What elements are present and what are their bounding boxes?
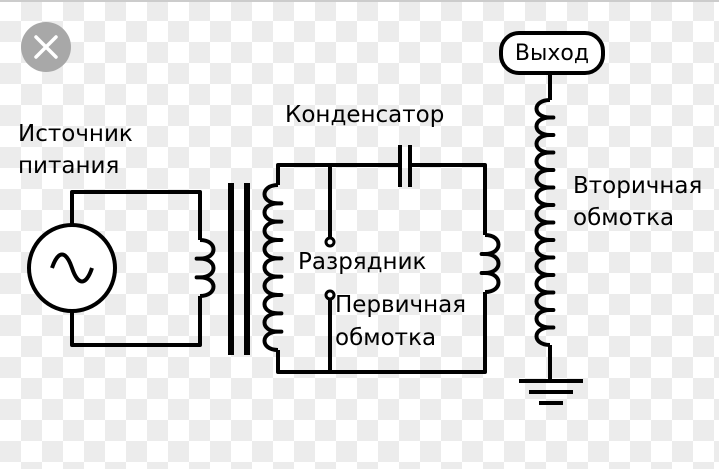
label-primary-2: обмотка — [335, 325, 437, 351]
ac-source-sine — [50, 252, 94, 284]
label-spark-gap: Разрядник — [298, 249, 427, 275]
label-source-2: питания — [18, 153, 120, 179]
transformer-secondary-coil — [262, 183, 284, 352]
label-primary: Первичная — [335, 292, 467, 318]
capacitor — [398, 145, 412, 187]
transformer-core-bar — [244, 183, 250, 355]
label-capacitor: Конденсатор — [285, 102, 445, 128]
spark-gap-electrode — [324, 236, 336, 248]
secondary-coil — [534, 98, 556, 347]
label-output: Выход — [514, 40, 590, 66]
source-wire — [70, 190, 202, 347]
ground-symbol — [519, 379, 583, 405]
spark-gap-electrode — [324, 289, 336, 301]
label-source: Источник — [18, 121, 133, 147]
output-terminal: Выход — [499, 31, 605, 75]
label-secondary-2: обмотка — [573, 205, 675, 231]
tank-wire — [276, 163, 487, 374]
transformer-primary-coil — [194, 238, 216, 298]
close-button[interactable] — [21, 22, 71, 72]
transformer-core-bar — [228, 183, 234, 355]
label-secondary: Вторичная — [573, 173, 703, 199]
viewer-top-border — [0, 0, 719, 2]
primary-coil — [479, 233, 501, 294]
close-icon — [34, 35, 58, 59]
